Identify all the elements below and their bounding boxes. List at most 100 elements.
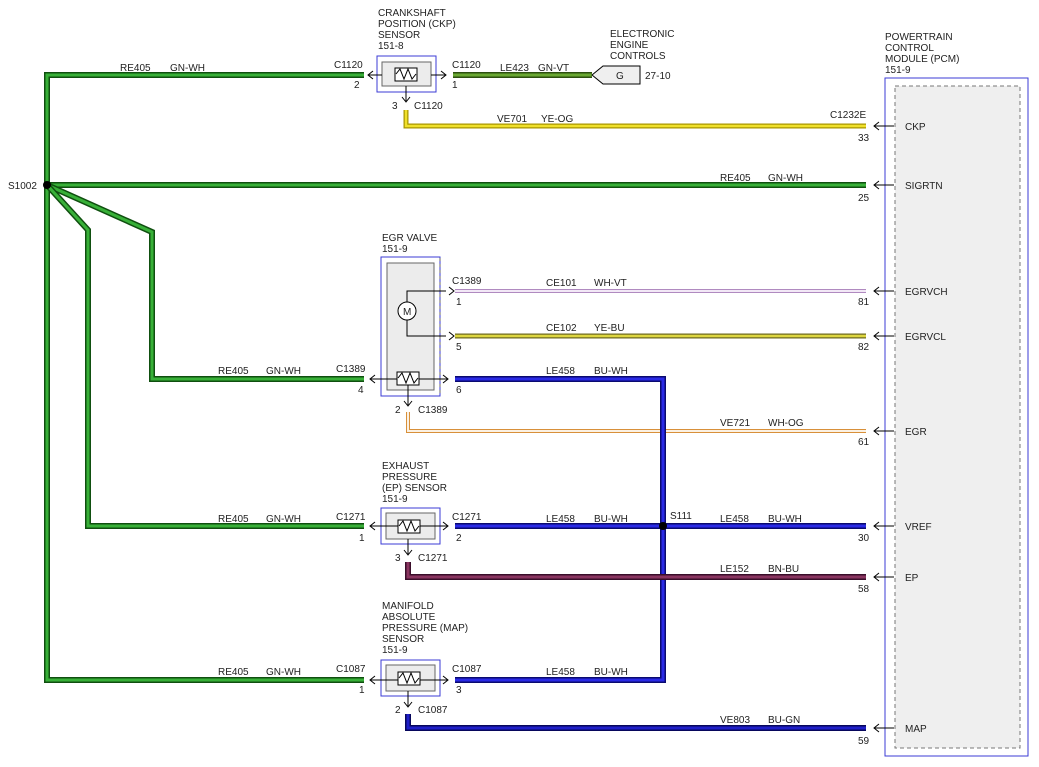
ckp-ground-circuit: RE405	[120, 63, 151, 74]
egr-valve[interactable]	[380, 256, 446, 397]
pcm-pin-sigrtn-number: 25	[858, 193, 870, 204]
ckp-label-line-4: 151-8	[378, 41, 404, 52]
map-label-line-5: 151-9	[382, 645, 408, 656]
ckp-left-terminal	[367, 70, 382, 80]
map-ground-color: GN-WH	[266, 667, 301, 678]
splice-s111-label: S111	[670, 511, 692, 522]
pcm-pin-egrvcl[interactable]: EGRVCL 82	[858, 331, 946, 353]
egrvcl-circuit: CE102	[546, 323, 577, 334]
ckp-pin-bottom: 3	[392, 101, 398, 112]
map-sensor[interactable]	[380, 659, 441, 697]
pcm-pin-vref-terminal	[873, 521, 894, 531]
ckp-pin-left: 2	[354, 80, 360, 91]
splice-s1002-dot	[43, 181, 51, 189]
egrvch-color: WH-VT	[594, 278, 627, 289]
egr-label-line-2: 151-9	[382, 244, 408, 255]
egr-vref-color: BU-WH	[594, 366, 628, 377]
ep-ground-wire-outline	[44, 182, 364, 529]
pcm-pin-ep-name: EP	[905, 573, 919, 584]
ep-ground-circuit: RE405	[218, 514, 249, 525]
egrvcl-color: YE-BU	[594, 323, 625, 334]
egr-pin-1: 1	[456, 297, 462, 308]
pcm-pin-ckp-number: 33	[858, 133, 870, 144]
egr-terminal-2	[403, 385, 413, 407]
pcm-pin-ckp-name: CKP	[905, 122, 926, 133]
egr-motor-letter: M	[403, 307, 411, 318]
eec-label-line-2: ENGINE	[610, 40, 649, 51]
egr-terminal-6	[419, 374, 449, 384]
egr-conn-bottom: C1389	[418, 405, 448, 416]
pcm-pin-egrvcl-terminal	[873, 331, 894, 341]
ckp-pin-right: 1	[452, 80, 458, 91]
pcm-pin-egrvch-terminal	[873, 286, 894, 296]
ep-pin-left: 1	[359, 533, 365, 544]
pcm-pin-map-number: 59	[858, 736, 870, 747]
pcm-pin-egrvcl-number: 82	[858, 342, 870, 353]
egrvch-circuit: CE101	[546, 278, 577, 289]
ckp-eec-circuit: LE423	[500, 63, 529, 74]
map-ground-circuit: RE405	[218, 667, 249, 678]
pcm-pin-ep-terminal	[873, 572, 894, 582]
map-signal-color: BU-GN	[768, 715, 800, 726]
ep-vref-color: BU-WH	[594, 514, 628, 525]
pcm-pin-egr-number: 61	[858, 437, 870, 448]
map-signal-wire-fill	[406, 714, 866, 730]
pcm-label-line-3: MODULE (PCM)	[885, 54, 959, 65]
pcm-pin-ep[interactable]: EP 58	[858, 572, 919, 595]
ep-signal-color: BN-BU	[768, 564, 799, 575]
pcm-pin-egrvch[interactable]: EGRVCH 81	[858, 286, 948, 308]
pcm-pin-ep-number: 58	[858, 584, 870, 595]
ckp-conn-left: C1120	[334, 60, 363, 71]
eec-label-line-3: CONTROLS	[610, 51, 666, 62]
ckp-ground-color: GN-WH	[170, 63, 205, 74]
pcm-connector-label: C1232E	[830, 110, 866, 121]
map-sensor-zigzag	[398, 671, 420, 685]
splice-s111-dot	[659, 522, 667, 530]
egr-signal-wire-fill	[407, 412, 866, 432]
map-pin-bottom: 2	[395, 705, 401, 716]
egr-terminal-4	[369, 374, 397, 384]
ckp-conn-right: C1120	[452, 60, 481, 71]
pcm-pin-sigrtn[interactable]: SIGRTN 25	[858, 180, 943, 204]
egr-vref-circuit: LE458	[546, 366, 575, 377]
pcm-pin-vref-name: VREF	[905, 522, 932, 533]
ep-conn-bottom: C1271	[418, 553, 448, 564]
ep-conn-left: C1271	[336, 512, 366, 523]
ep-sensor-zigzag	[398, 519, 420, 533]
egr-conn-left: C1389	[336, 364, 366, 375]
pcm-label-line-4: 151-9	[885, 65, 911, 76]
pcm-pin-ckp[interactable]: CKP 33	[858, 121, 926, 144]
pcm-pin-vref[interactable]: VREF 30	[858, 521, 932, 544]
ground-bus-fill	[45, 73, 364, 682]
egr-terminal-5	[448, 331, 455, 341]
pcm-pin-egrvcl-name: EGRVCL	[905, 332, 946, 343]
eec-reference-flag[interactable]	[591, 65, 641, 85]
pcm-pin-egr[interactable]: EGR 61	[858, 426, 927, 448]
sigrtn-color: GN-WH	[768, 173, 803, 184]
egr-signal-circuit: VE721	[720, 418, 750, 429]
pcm-pin-map-terminal	[873, 723, 894, 733]
pcm-pin-map-name: MAP	[905, 724, 927, 735]
pcm-module-outline[interactable]	[884, 77, 1029, 757]
eec-label-line-1: ELECTRONIC	[610, 29, 674, 40]
ep-ground-wire-fill	[45, 183, 364, 528]
pcm-pin-vref-number: 30	[858, 533, 870, 544]
map-conn-bottom: C1087	[418, 705, 448, 716]
ckp-label-line-1: CRANKSHAFT	[378, 8, 446, 19]
ep-signal-circuit: LE152	[720, 564, 749, 575]
eec-reference-page: 27-10	[645, 71, 671, 82]
egr-terminal-1	[448, 286, 455, 296]
ckp-sensor[interactable]	[376, 55, 437, 93]
egr-pin-6: 6	[456, 385, 462, 396]
ckp-label-line-2: POSITION (CKP)	[378, 19, 456, 30]
splice-s1002-label: S1002	[8, 181, 37, 192]
egr-signal-color: WH-OG	[768, 418, 804, 429]
ckp-right-terminal	[431, 70, 447, 80]
map-label-line-1: MANIFOLD	[382, 601, 434, 612]
ep-pin-bottom: 3	[395, 553, 401, 564]
ckp-conn-bottom: C1120	[414, 101, 443, 112]
map-left-terminal	[369, 675, 398, 685]
vref-bus	[455, 376, 866, 683]
pcm-pin-egrvch-name: EGRVCH	[905, 287, 948, 298]
pcm-pin-map[interactable]: MAP 59	[858, 723, 927, 747]
